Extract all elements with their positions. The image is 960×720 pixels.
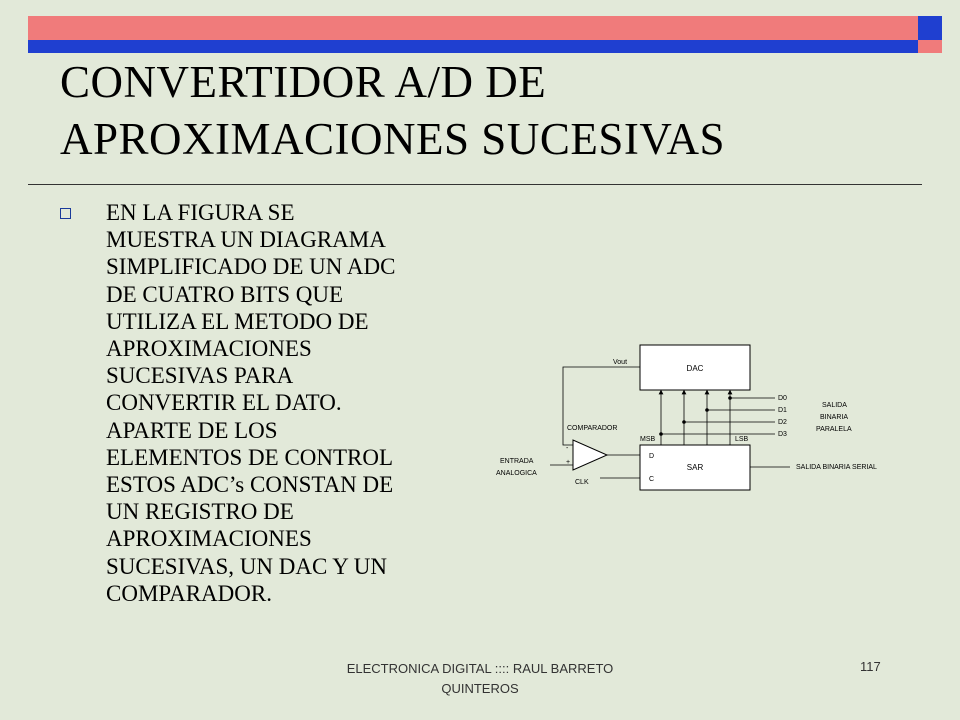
vout-label: Vout — [613, 359, 627, 366]
title-line-1: CONVERTIDOR A/D DE — [60, 57, 547, 107]
body-line: ELEMENTOS DE CONTROL — [106, 444, 394, 470]
body-line: APROXIMACIONES — [106, 336, 312, 362]
salida-paralela-label-2: BINARIA — [820, 414, 848, 421]
body-line: SUCESIVAS PARA — [106, 363, 294, 389]
body-line: SUCESIVAS, UN DAC Y UN — [106, 553, 387, 579]
lsb-label: LSB — [735, 436, 749, 443]
junction-dot — [659, 432, 663, 436]
footer-line-1: ELECTRONICA DIGITAL :::: RAUL BARRETO — [346, 661, 614, 676]
body-line: COMPARADOR. — [106, 580, 272, 606]
msb-label: MSB — [640, 436, 656, 443]
body-line: MUESTRA UN DIAGRAMA — [106, 227, 386, 253]
vout-feedback-wire — [562, 366, 640, 446]
header-bar-blue — [28, 40, 918, 53]
body-line: APARTE DE LOS — [106, 417, 278, 443]
junction-dot — [705, 408, 709, 412]
salida-paralela-label-1: SALIDA — [822, 402, 847, 409]
dac-block — [639, 344, 751, 391]
bullet-square-icon — [60, 208, 71, 219]
body-line: UTILIZA EL METODO DE — [106, 308, 369, 334]
body-line: ESTOS ADC’s CONSTAN DE — [106, 472, 394, 498]
sar-d-pin-label: D — [649, 453, 654, 460]
junction-dot — [728, 396, 732, 400]
body-line: SIMPLIFICADO DE UN ADC — [106, 254, 396, 280]
entrada-label-2: ANALOGICA — [496, 470, 537, 477]
page-number: 117 — [860, 659, 881, 674]
header-square-blue — [918, 16, 942, 40]
slide-title: CONVERTIDOR A/D DE APROXIMACIONES SUCESI… — [60, 54, 920, 168]
comparador-label: COMPARADOR — [567, 425, 617, 432]
dac-label: DAC — [687, 364, 704, 373]
comparator-minus: - — [566, 445, 569, 452]
salida-paralela-label-3: PARALELA — [816, 426, 852, 433]
title-divider — [28, 184, 922, 185]
header-square-red — [918, 40, 942, 53]
footer-line-2: QUINTEROS — [441, 681, 519, 696]
comparator-plus: + — [566, 459, 570, 466]
salida-serial-label: SALIDA BINARIA SERIAL — [796, 464, 877, 471]
title-line-2: APROXIMACIONES SUCESIVAS — [60, 114, 726, 164]
body-line: CONVERTIR EL DATO. — [106, 390, 342, 416]
entrada-label-1: ENTRADA — [500, 458, 534, 465]
sar-label: SAR — [687, 463, 704, 472]
sar-c-pin-label: C — [649, 476, 654, 483]
d1-label: D1 — [778, 407, 787, 414]
body-line: UN REGISTRO DE — [106, 499, 294, 525]
body-line: APROXIMACIONES — [106, 526, 312, 552]
clk-label: CLK — [575, 479, 589, 486]
junction-dot — [682, 420, 686, 424]
d0-label: D0 — [778, 395, 787, 402]
adc-block-diagram: DAC SAR D C Vout COMPARADOR - + ENTRADA … — [496, 344, 877, 491]
sar-block — [639, 444, 751, 491]
comparator-symbol — [572, 439, 609, 471]
header-bar-red — [28, 16, 918, 40]
d3-label: D3 — [778, 431, 787, 438]
footer-text: ELECTRONICA DIGITAL :::: RAUL BARRETO QU… — [320, 659, 640, 699]
body-line: DE CUATRO BITS QUE — [106, 281, 344, 307]
body-line: EN LA FIGURA SE — [106, 200, 295, 225]
d2-label: D2 — [778, 419, 787, 426]
slide-body-text: EN LA FIGURA SE MUESTRA UN DIAGRAMA SIMP… — [106, 199, 456, 607]
